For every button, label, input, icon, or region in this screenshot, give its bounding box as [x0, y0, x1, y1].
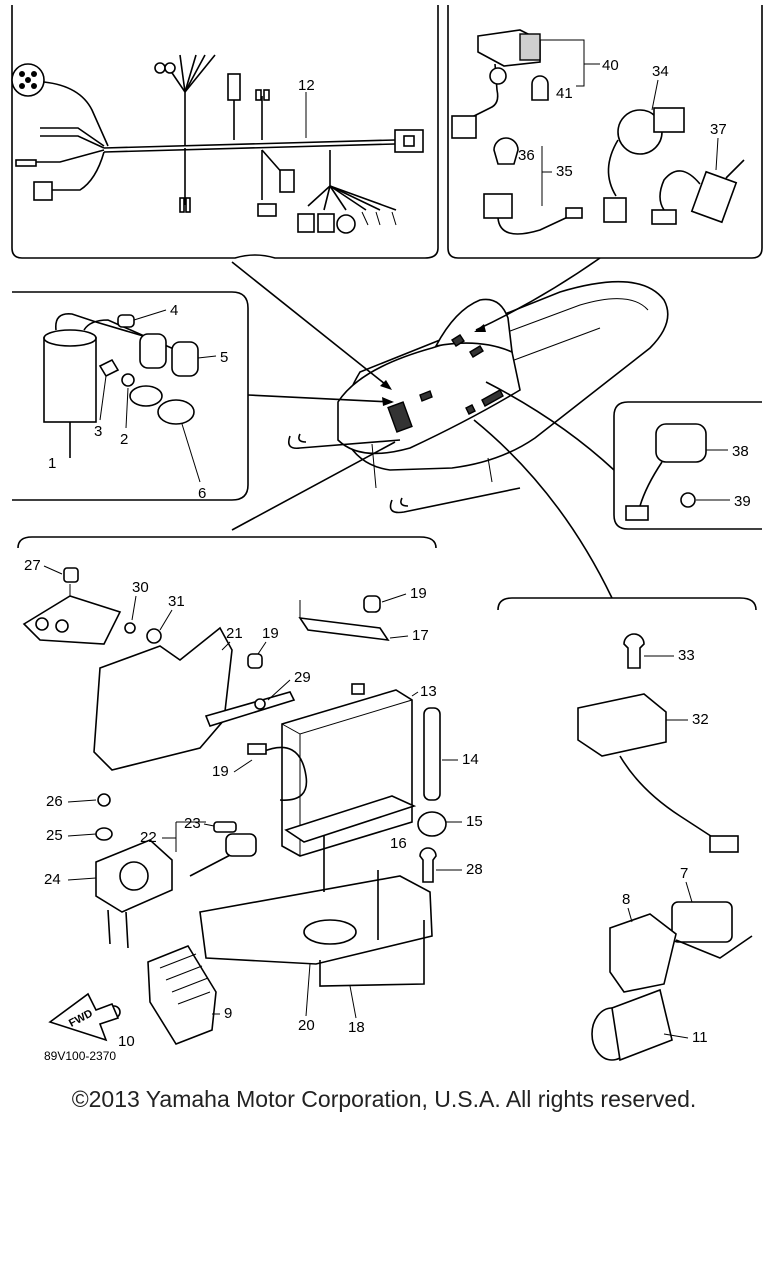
callout-2: 2: [120, 431, 128, 448]
ignition-coil-illustration: [43, 313, 199, 458]
callout-31: 30: [132, 579, 149, 596]
callout-40: 39: [734, 493, 751, 510]
callout-27: 26: [46, 793, 63, 810]
callout-6: 6: [198, 485, 206, 502]
callouts: 12 40 41 34 36 35 37 4 5 3 2 1 6 38 39 2…: [24, 39, 751, 1063]
electrical-parts-diagram: 12 40 41 34 36 35 37 4 5 3 2 1 6 38 39 2…: [11, 5, 763, 1063]
callout-38: 37: [710, 121, 727, 138]
callout-11: 11: [692, 1029, 708, 1046]
callout-19a: 19: [262, 625, 279, 642]
snowmobile-illustration: [287, 280, 669, 514]
callout-13: 13: [420, 683, 437, 700]
callout-3: 3: [94, 423, 102, 440]
callout-12: 12: [298, 77, 315, 94]
callout-25: 24: [44, 871, 61, 888]
battery-illustration: [22, 567, 753, 1062]
callout-8: 8: [622, 891, 630, 908]
callout-26: 25: [46, 827, 63, 844]
callout-22: 21: [226, 625, 243, 642]
callout-24: 23: [184, 815, 201, 832]
sensor-illustration: [625, 423, 707, 521]
callout-35: 34: [652, 63, 669, 80]
callout-41: 40: [602, 57, 619, 74]
callout-32: 31: [168, 593, 185, 610]
callout-37: 36: [518, 147, 535, 164]
callout-28: 27: [24, 557, 41, 574]
copyright-notice: ©2013 Yamaha Motor Corporation, U.S.A. A…: [71, 1086, 697, 1112]
callout-16: 16: [390, 835, 407, 852]
callout-7: 7: [680, 865, 688, 882]
callout-15: 15: [466, 813, 483, 830]
callout-29: 28: [466, 861, 483, 878]
callout-9: 9: [224, 1005, 232, 1022]
callout-17: 17: [412, 627, 429, 644]
callout-18: 18: [348, 1019, 365, 1036]
callout-36: 35: [556, 163, 573, 180]
callout-39: 38: [732, 443, 749, 460]
leader-lines: [231, 257, 615, 599]
callout-34: 33: [678, 647, 695, 664]
callout-4: 4: [170, 302, 178, 319]
callout-5: 5: [220, 349, 228, 366]
callout-14: 14: [462, 751, 479, 768]
callout-10: 10: [118, 1033, 135, 1050]
callout-21: 20: [298, 1017, 315, 1034]
callout-33: 32: [692, 711, 709, 728]
callout-23: 22: [140, 829, 157, 846]
callout-42: 41: [556, 85, 573, 102]
callout-30: 29: [294, 669, 311, 686]
callout-1: 1: [48, 455, 56, 472]
drawing-code: 89V100-2370: [44, 1049, 116, 1063]
switches-illustration: [451, 29, 745, 235]
panel-outlines: [11, 5, 763, 611]
wire-harness-illustration: [11, 54, 424, 234]
callout-20: 19: [212, 763, 229, 780]
callout-19b: 19: [410, 585, 427, 602]
